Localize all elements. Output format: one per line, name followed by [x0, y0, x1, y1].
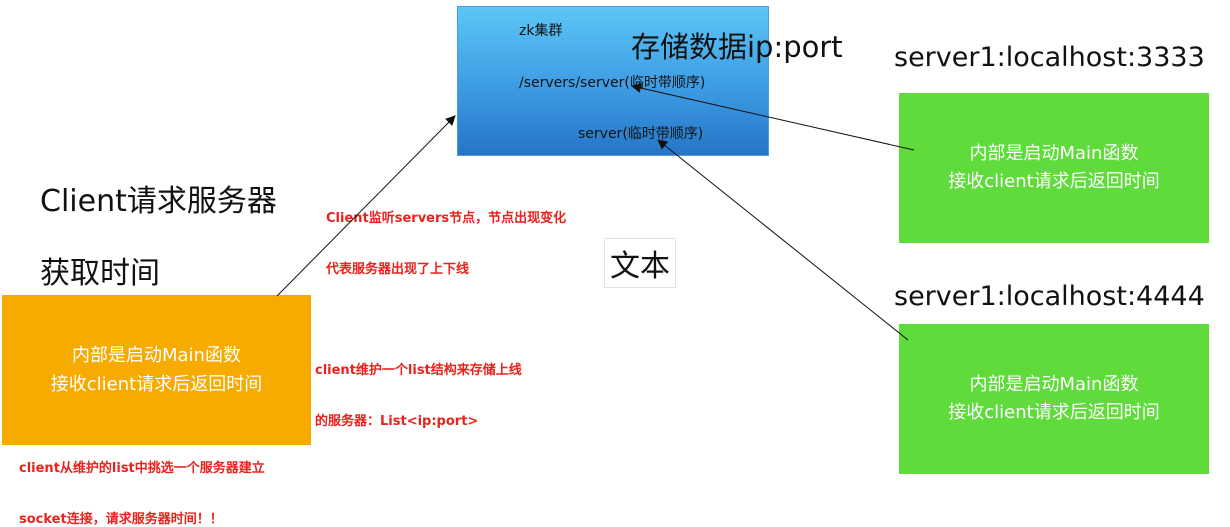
server1-box: 内部是启动Main函数 接收client请求后返回时间: [899, 93, 1209, 243]
client-get-time-label: 获取时间: [40, 256, 160, 291]
zk-server-node: server(临时带顺序): [578, 126, 704, 142]
server2-box: 内部是启动Main函数 接收client请求后返回时间: [899, 324, 1209, 474]
server1-box-line2: 接收client请求后返回时间: [948, 171, 1160, 192]
server1-label: server1:localhost:3333: [894, 42, 1205, 73]
list-note-line1: client维护一个list结构来存储上线: [315, 363, 522, 378]
socket-note-line1: client从维护的list中挑选一个服务器建立: [19, 461, 265, 476]
zk-cluster-box: [457, 6, 769, 156]
client-box: 内部是启动Main函数 接收client请求后返回时间: [2, 295, 311, 445]
server1-to-zk-arrow: [631, 83, 915, 151]
server2-label: server1:localhost:4444: [894, 281, 1205, 312]
watch-note-line2: 代表服务器出现了上下线: [326, 262, 470, 277]
client-box-line2: 接收client请求后返回时间: [50, 374, 263, 395]
server1-box-line1: 内部是启动Main函数: [969, 143, 1139, 164]
text-placeholder-box: 文本: [604, 238, 676, 288]
server2-to-zk-arrow: [657, 139, 909, 341]
list-note-line2: 的服务器：List<ip:port>: [315, 414, 479, 429]
client-box-line1: 内部是启动Main函数: [72, 345, 241, 366]
server2-box-line1: 内部是启动Main函数: [969, 374, 1139, 395]
zk-cluster-title: zk集群: [519, 23, 563, 39]
socket-note-line2: socket连接，请求服务器时间！！: [19, 512, 223, 527]
client-request-label: Client请求服务器: [40, 184, 277, 219]
watch-note-line1: Client监听servers节点，节点出现变化: [326, 211, 567, 226]
server2-box-line2: 接收client请求后返回时间: [948, 402, 1160, 423]
zk-servers-path: /servers/server(临时带顺序): [519, 75, 706, 91]
storage-label: 存储数据ip:port: [631, 30, 843, 64]
client-to-zk-arrow: [276, 115, 456, 297]
